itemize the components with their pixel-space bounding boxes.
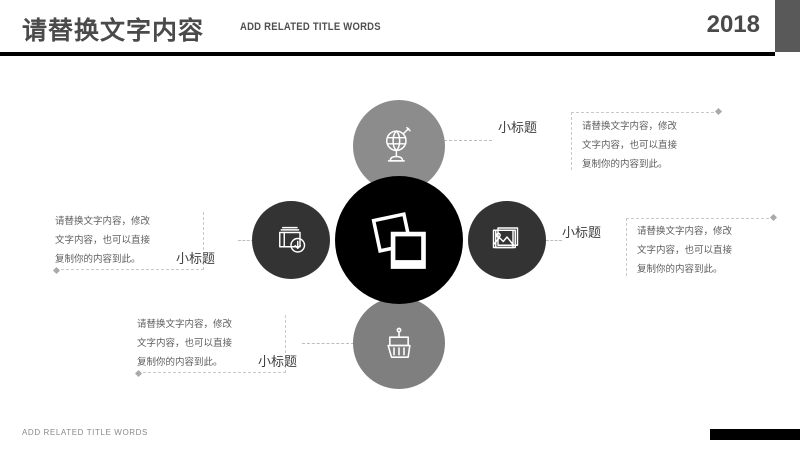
page-header: 请替换文字内容 ADD RELATED TITLE WORDS 2018 <box>0 0 800 56</box>
year-label: 2018 <box>706 11 760 38</box>
callout-body-middle-left: 请替换文字内容，修改 文字内容，也可以直接 复制你的内容到此。 <box>55 216 151 265</box>
bracket-horizontal-line <box>56 269 204 270</box>
callout-bracket-bottom-left <box>134 315 286 378</box>
callout-bracket-middle-left <box>52 212 204 275</box>
connector-line-top-right <box>444 140 492 141</box>
bracket-horizontal-line <box>626 218 774 219</box>
callout-body-bottom-left: 请替换文字内容，修改 文字内容，也可以直接 复制你的内容到此。 <box>137 319 233 368</box>
bracket-vertical-line <box>571 112 572 170</box>
callout-bracket-top-right <box>571 107 723 170</box>
bracket-vertical-line <box>626 218 627 276</box>
footer-bar <box>710 429 800 440</box>
bracket-vertical-line <box>203 212 204 270</box>
gallery-images-icon <box>489 222 525 258</box>
page-title: 请替换文字内容 <box>22 17 205 45</box>
callout-body-middle-right: 请替换文字内容，修改 文字内容，也可以直接 复制你的内容到此。 <box>637 226 733 275</box>
node-circle-left[interactable] <box>252 201 330 279</box>
photos-stack-icon <box>366 207 432 273</box>
callout-label-middle-right: 小标题 <box>562 225 602 240</box>
bracket-vertical-line <box>285 315 286 373</box>
node-circle-center[interactable] <box>335 176 463 304</box>
bracket-horizontal-line <box>138 372 286 373</box>
book-download-icon <box>273 222 309 258</box>
callout-bracket-middle-right <box>626 213 778 276</box>
callout-label-middle-left: 小标题 <box>176 251 216 266</box>
globe-stand-icon <box>378 125 420 167</box>
header-divider <box>0 52 775 56</box>
node-circle-right[interactable] <box>468 201 546 279</box>
connector-line-bottom-left <box>302 343 354 344</box>
page-subtitle: ADD RELATED TITLE WORDS <box>240 21 381 33</box>
footer-label: ADD RELATED TITLE WORDS <box>22 428 148 437</box>
connector-line-middle-right <box>546 240 562 241</box>
callout-label-bottom-left: 小标题 <box>258 354 298 369</box>
connector-line-middle-left <box>238 240 254 241</box>
node-circle-bottom[interactable] <box>353 297 445 389</box>
bracket-diamond-marker <box>714 107 723 116</box>
callout-label-top-right: 小标题 <box>498 120 538 135</box>
callout-body-top-right: 请替换文字内容，修改 文字内容，也可以直接 复制你的内容到此。 <box>582 121 678 170</box>
bracket-horizontal-line <box>571 112 719 113</box>
bracket-diamond-marker <box>769 213 778 222</box>
paint-brush-icon <box>379 323 419 363</box>
header-corner-block <box>775 0 800 52</box>
